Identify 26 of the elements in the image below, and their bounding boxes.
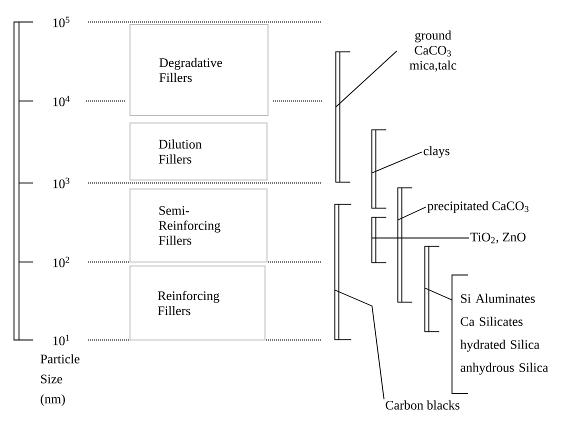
filler-box: Dilution Fillers <box>130 122 268 180</box>
range-bracket <box>424 246 440 332</box>
leader-line <box>334 290 384 400</box>
tick-label: 10$^{4}$ <box>53 96 70 106</box>
bracketed-list: Si Aluminates Ca Silicates hydrated Silica anhydrous Silica <box>452 274 548 394</box>
filler-label: TiO$_{2}$, ZnO <box>470 232 526 244</box>
axis-title: Particle Size (nm) <box>40 354 80 406</box>
range-bracket <box>371 129 387 209</box>
tick-label: 10$^{3}$ <box>53 178 70 188</box>
range-bracket <box>397 187 413 303</box>
filler-box: Reinforcing Fillers <box>130 266 266 340</box>
filler-label: Carbon blacks <box>386 400 460 410</box>
filler-label: clays <box>424 146 450 158</box>
leader-line <box>335 50 398 108</box>
tick-label: 10$^{2}$ <box>53 256 70 268</box>
range-bracket <box>371 216 387 264</box>
filler-label: ground CaCO$_{3}$ mica,talc <box>410 30 456 72</box>
tick-label: 10$^{5}$ <box>53 16 70 28</box>
filler-box: Degradative Fillers <box>130 24 268 116</box>
filler-label: precipitated CaCO$_{3}$ <box>427 201 528 213</box>
range-bracket <box>334 204 352 340</box>
tick-label: 10$^{1}$ <box>53 334 70 346</box>
leader-line <box>397 206 426 220</box>
range-bracket <box>335 51 351 183</box>
leader-line <box>424 288 452 300</box>
leader-line <box>371 152 422 174</box>
